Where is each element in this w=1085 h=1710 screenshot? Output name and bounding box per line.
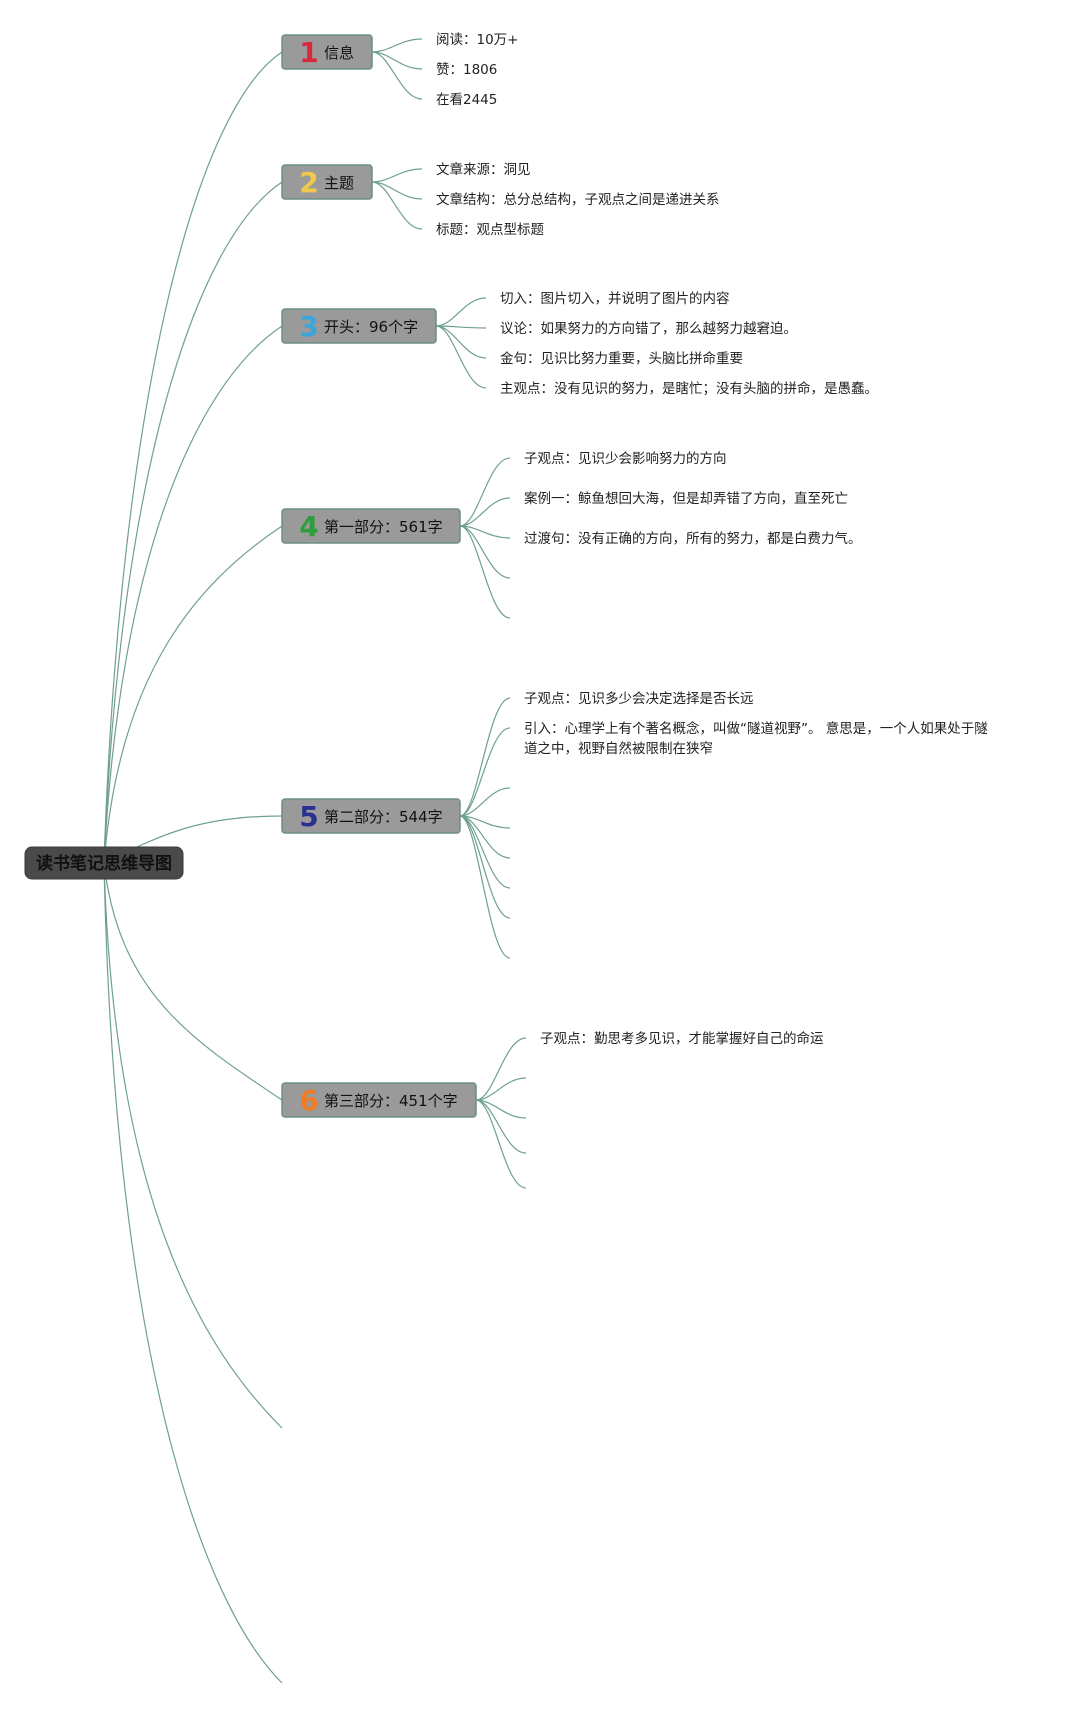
leaf-node-2-3[interactable]: 标题：观点型标题 [436, 222, 544, 238]
root-node[interactable]: 读书笔记思维导图 [24, 846, 184, 880]
leaf-node-1-3[interactable]: 在看2445 [436, 92, 497, 108]
leaf-node-1-2[interactable]: 赞：1806 [436, 62, 497, 78]
connector-branch-5-child-8 [459, 815, 511, 959]
connector-branch-4-child-2 [459, 497, 511, 527]
leaf-node-4-3[interactable]: 过渡句：没有正确的方向，所有的努力，都是白费力气。 [524, 531, 862, 547]
connector-root-branch-1 [103, 51, 283, 864]
connector-branch-1-child-1 [371, 38, 423, 53]
branch-node-box [281, 164, 373, 200]
connector-branch-2-child-3 [371, 181, 423, 230]
leaf-node-4-1[interactable]: 子观点：见识少会影响努力的方向 [524, 451, 727, 467]
leaf-node-3-3[interactable]: 金句：见识比努力重要，头脑比拼命重要 [500, 350, 743, 367]
branch-number-badge: 3 [299, 310, 318, 343]
leaf-node-6-1[interactable]: 子观点：勤思考多见识，才能掌握好自己的命运 [540, 1030, 824, 1047]
leaf-node-1-1[interactable]: 阅读：10万+ [436, 32, 519, 48]
branch-number-badge: 4 [299, 510, 318, 543]
branch-label: 开头：96个字 [324, 318, 418, 336]
branch-number-badge: 5 [299, 800, 318, 833]
connector-branch-3-child-1 [435, 297, 487, 327]
connector-branch-3-child-3 [435, 325, 487, 359]
connector-branch-2-child-1 [371, 168, 423, 183]
branch-number-badge: 1 [299, 36, 318, 69]
branch-node-5[interactable]: 5 第二部分：544字 [281, 798, 461, 834]
branch-node-3[interactable]: 3 开头：96个字 [281, 308, 437, 344]
connector-branch-4-child-1 [459, 457, 511, 527]
branch-node-1[interactable]: 1 信息 [281, 34, 373, 70]
branch-label: 第一部分：561字 [324, 518, 443, 536]
leaf-node-2-2[interactable]: 文章结构：总分总结构，子观点之间是递进关系 [436, 191, 720, 208]
connector-branch-4-child-3 [459, 525, 511, 539]
leaf-node-2-1[interactable]: 文章来源：洞见 [436, 161, 531, 178]
connector-root-branch-3 [103, 325, 283, 864]
connector-root-branch-6 [103, 862, 283, 1101]
connector-branch-5-child-7 [459, 815, 511, 919]
branch-node-box [281, 798, 461, 834]
branch-node-4[interactable]: 4 第一部分：561字 [281, 508, 461, 544]
branch-number-badge: 6 [299, 1084, 318, 1117]
connector-branch-6-child-4 [475, 1099, 527, 1154]
branch-node-box [281, 508, 461, 544]
connector-root-empty-8 [103, 862, 283, 1684]
branch-number-badge: 2 [299, 166, 318, 199]
connector-branch-6-child-1 [475, 1037, 527, 1101]
branch-node-2[interactable]: 2 主题 [281, 164, 373, 200]
connector-branch-1-child-3 [371, 51, 423, 100]
branch-label: 主题 [324, 174, 354, 192]
root-node-label: 读书笔记思维导图 [36, 853, 172, 874]
connector-branch-4-child-5 [459, 525, 511, 619]
mind-map-nodes: 读书笔记思维导图 1 信息 阅读：10万+ 赞：1806 在看2445 2 主题 文章来源：洞见… [24, 32, 988, 1118]
branch-label: 第三部分：451个字 [324, 1092, 458, 1110]
connector-root-branch-2 [103, 181, 283, 864]
branch-node-box [281, 34, 373, 70]
connector-branch-3-child-4 [435, 325, 487, 389]
connector-branch-5-child-2 [459, 727, 511, 817]
connector-lines [103, 38, 527, 1684]
connector-branch-6-child-5 [475, 1099, 527, 1189]
connector-branch-5-child-3 [459, 787, 511, 817]
connector-root-branch-4 [103, 525, 283, 864]
leaf-node-4-2[interactable]: 案例一：鲸鱼想回大海，但是却弄错了方向，直至死亡 [524, 490, 848, 507]
connector-branch-5-child-5 [459, 815, 511, 859]
leaf-node-3-4[interactable]: 主观点：没有见识的努力，是瞎忙；没有头脑的拼命，是愚蠢。 [500, 380, 878, 397]
branch-node-box [281, 308, 437, 344]
connector-root-empty-7 [103, 862, 283, 1429]
connector-branch-5-child-1 [459, 697, 511, 817]
leaf-node-3-1[interactable]: 切入：图片切入，并说明了图片的内容 [500, 290, 730, 307]
leaf-node-5-1[interactable]: 子观点：见识多少会决定选择是否长远 [524, 690, 754, 707]
branch-label: 第二部分：544字 [324, 808, 443, 826]
branch-node-6[interactable]: 6 第三部分：451个字 [281, 1082, 477, 1118]
root-node-box [24, 846, 184, 880]
connector-branch-4-child-4 [459, 525, 511, 579]
leaf-node-3-2[interactable]: 议论：如果努力的方向错了，那么越努力越窘迫。 [500, 321, 797, 337]
connector-branch-6-child-2 [475, 1077, 527, 1101]
branch-node-box [281, 1082, 477, 1118]
leaf-node-5-2[interactable]: 引入：心理学上有个著名概念，叫做“隧道视野”。 意思是，一个人如果处于隧道之中，… [524, 720, 988, 757]
branch-label: 信息 [324, 44, 354, 62]
